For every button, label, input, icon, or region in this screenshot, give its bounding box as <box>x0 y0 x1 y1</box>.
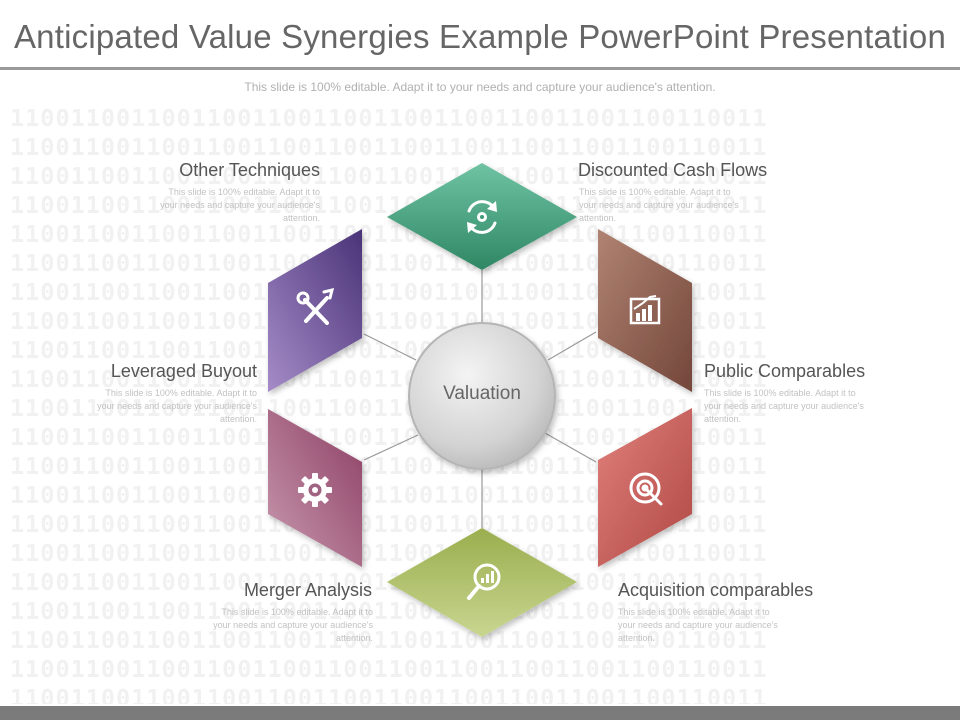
center-circle <box>408 322 556 470</box>
footer-bar <box>0 706 960 720</box>
connector-lines <box>363 270 597 528</box>
desc-acquisition-comparables: This slide is 100% editable. Adapt it to… <box>618 607 778 643</box>
label-other-techniques: Other Techniques <box>179 160 320 180</box>
target-icon <box>629 472 663 506</box>
label-leveraged-buyout: Leveraged Buyout <box>110 361 257 381</box>
slide-subtitle: This slide is 100% editable. Adapt it to… <box>244 80 716 94</box>
desc-public-comparables: This slide is 100% editable. Adapt it to… <box>704 388 864 424</box>
magnifier-chart-icon <box>467 563 501 600</box>
label-public-comparables: Public Comparables <box>704 361 866 381</box>
desc-other-techniques: This slide is 100% editable. Adapt it to… <box>160 187 320 223</box>
slide-title: Anticipated Value Synergies Example Powe… <box>13 18 947 55</box>
connector-line <box>544 432 597 463</box>
tools-icon <box>296 287 335 325</box>
refresh-gear-icon <box>467 200 497 234</box>
center-label: Valuation <box>443 383 521 404</box>
title-divider <box>0 67 960 70</box>
label-discounted-cash-flows: Discounted Cash Flows <box>578 160 768 180</box>
connector-line <box>547 331 597 361</box>
desc-discounted-cash-flows: This slide is 100% editable. Adapt it to… <box>579 187 739 223</box>
connector-line <box>363 434 419 461</box>
connector-line <box>363 333 417 361</box>
label-merger-analysis: Merger Analysis <box>243 580 372 600</box>
desc-leveraged-buyout: This slide is 100% editable. Adapt it to… <box>97 388 257 424</box>
label-acquisition-comparables: Acquisition comparables <box>618 580 814 600</box>
gear-icon <box>298 473 332 507</box>
desc-merger-analysis: This slide is 100% editable. Adapt it to… <box>213 607 373 643</box>
bar-chart-icon <box>629 295 661 325</box>
